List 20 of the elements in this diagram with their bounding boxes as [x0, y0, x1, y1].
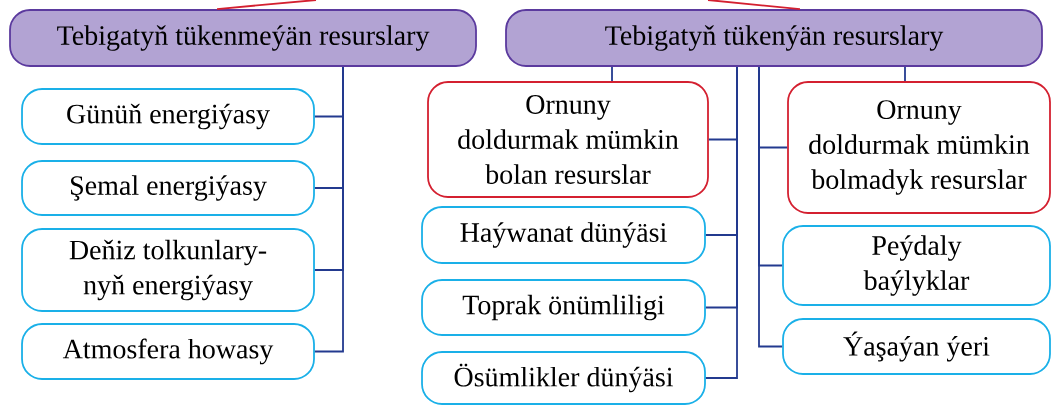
connector-line [611, 66, 613, 82]
resource-box: Peýdaly baýlyklar [782, 225, 1051, 306]
connector-line [904, 66, 906, 82]
resource-box: Ösümlikler dünýäsi [421, 351, 706, 405]
resource-box: Haýwanat dünýäsi [421, 206, 706, 264]
resource-box: Şemal energiýasy [21, 160, 315, 216]
resource-box: Ýaşaýan ýeri [782, 318, 1051, 375]
connector-line [758, 66, 783, 348]
category-box: Ornuny doldurmak mümkin bolan resurslar [427, 81, 709, 198]
connector-line [707, 0, 801, 10]
connector-line [705, 66, 738, 379]
resource-box: Atmosfera howasy [21, 323, 315, 380]
resource-box: Deňiz tolkunlary- nyň energiýasy [21, 228, 315, 312]
heading-box: Tebigatyň tükenmeýän resurslary [9, 9, 477, 67]
resource-box: Toprak önümliligi [421, 279, 706, 336]
connector-line [314, 66, 344, 353]
category-box: Ornuny doldurmak mümkin bolmadyk resurslar [787, 81, 1051, 214]
resource-box: Günüň energiýasy [21, 88, 315, 145]
connector-line [216, 0, 317, 10]
heading-box: Tebigatyň tükenýän resurslary [505, 9, 1043, 67]
